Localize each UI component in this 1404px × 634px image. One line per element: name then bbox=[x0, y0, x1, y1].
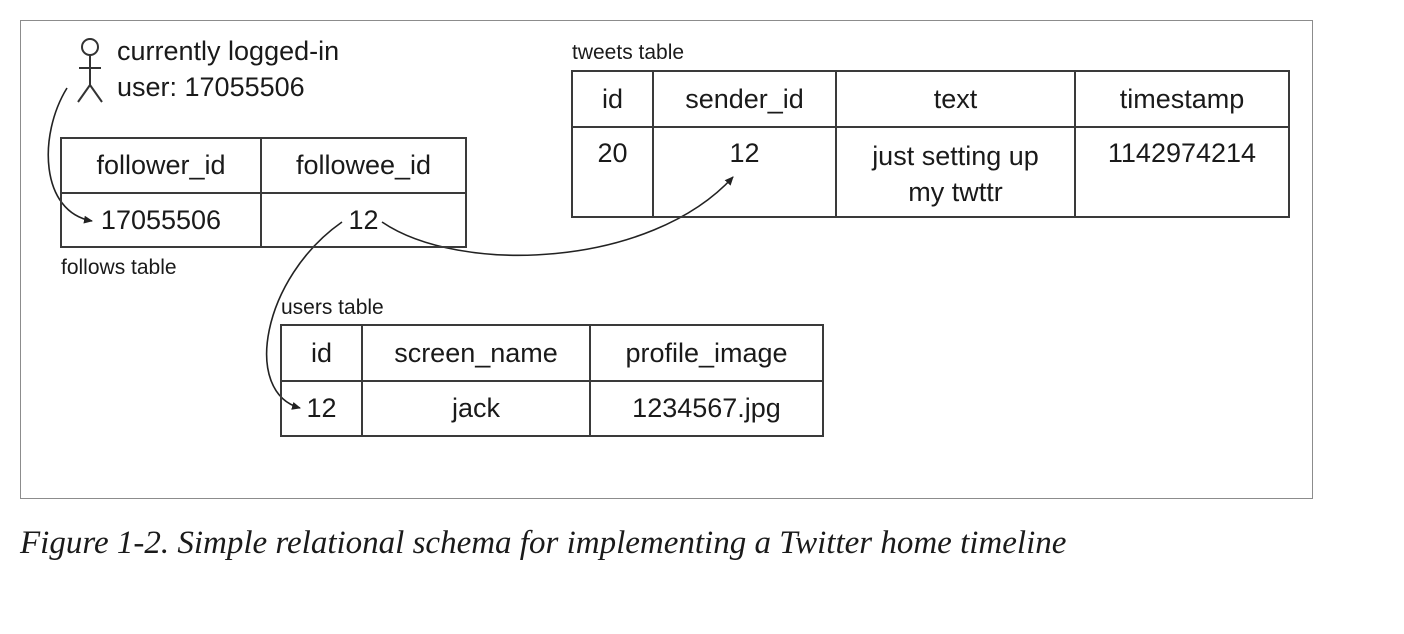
follows-header-row: follower_id followee_id bbox=[60, 137, 467, 194]
current-user-line2: user: 17055506 bbox=[117, 72, 305, 102]
current-user-line1: currently logged-in bbox=[117, 36, 340, 66]
tweets-cell-sender-id: 12 bbox=[652, 126, 837, 218]
tweets-data-row: 20 12 just setting up my twttr 114297421… bbox=[571, 126, 1290, 218]
tweets-header-sender-id: sender_id bbox=[652, 70, 837, 128]
users-header-profile-image: profile_image bbox=[589, 324, 824, 382]
users-table-label: users table bbox=[281, 296, 384, 319]
follows-header-follower-id: follower_id bbox=[60, 137, 262, 194]
users-cell-screen-name: jack bbox=[361, 380, 591, 437]
users-table: id screen_name profile_image 12 jack 123… bbox=[280, 324, 824, 437]
tweets-cell-id: 20 bbox=[571, 126, 654, 218]
tweets-header-row: id sender_id text timestamp bbox=[571, 70, 1290, 128]
tweets-cell-timestamp: 1142974214 bbox=[1074, 126, 1290, 218]
tweets-cell-text-line1: just setting up bbox=[872, 141, 1039, 171]
follows-header-followee-id: followee_id bbox=[260, 137, 467, 194]
current-user-label: currently logged-in user: 17055506 bbox=[117, 33, 339, 105]
follows-table-label: follows table bbox=[61, 256, 177, 279]
tweets-header-text: text bbox=[835, 70, 1076, 128]
tweets-header-id: id bbox=[571, 70, 654, 128]
figure-caption: Figure 1-2. Simple relational schema for… bbox=[20, 525, 1067, 561]
users-cell-id: 12 bbox=[280, 380, 363, 437]
users-cell-profile-image: 1234567.jpg bbox=[589, 380, 824, 437]
follows-table: follower_id followee_id 17055506 12 bbox=[60, 137, 467, 248]
users-header-row: id screen_name profile_image bbox=[280, 324, 824, 382]
users-header-screen-name: screen_name bbox=[361, 324, 591, 382]
tweets-table-label: tweets table bbox=[572, 41, 685, 64]
user-stick-figure-icon bbox=[77, 38, 103, 103]
diagram-frame bbox=[20, 20, 1313, 499]
tweets-cell-text: just setting up my twttr bbox=[835, 126, 1076, 218]
follows-data-row: 17055506 12 bbox=[60, 192, 467, 248]
follows-cell-followee-id: 12 bbox=[260, 192, 467, 248]
follows-cell-follower-id: 17055506 bbox=[60, 192, 262, 248]
tweets-table: id sender_id text timestamp 20 12 just s… bbox=[571, 70, 1290, 218]
tweets-header-timestamp: timestamp bbox=[1074, 70, 1290, 128]
users-data-row: 12 jack 1234567.jpg bbox=[280, 380, 824, 437]
tweets-cell-text-line2: my twttr bbox=[908, 177, 1003, 207]
users-header-id: id bbox=[280, 324, 363, 382]
